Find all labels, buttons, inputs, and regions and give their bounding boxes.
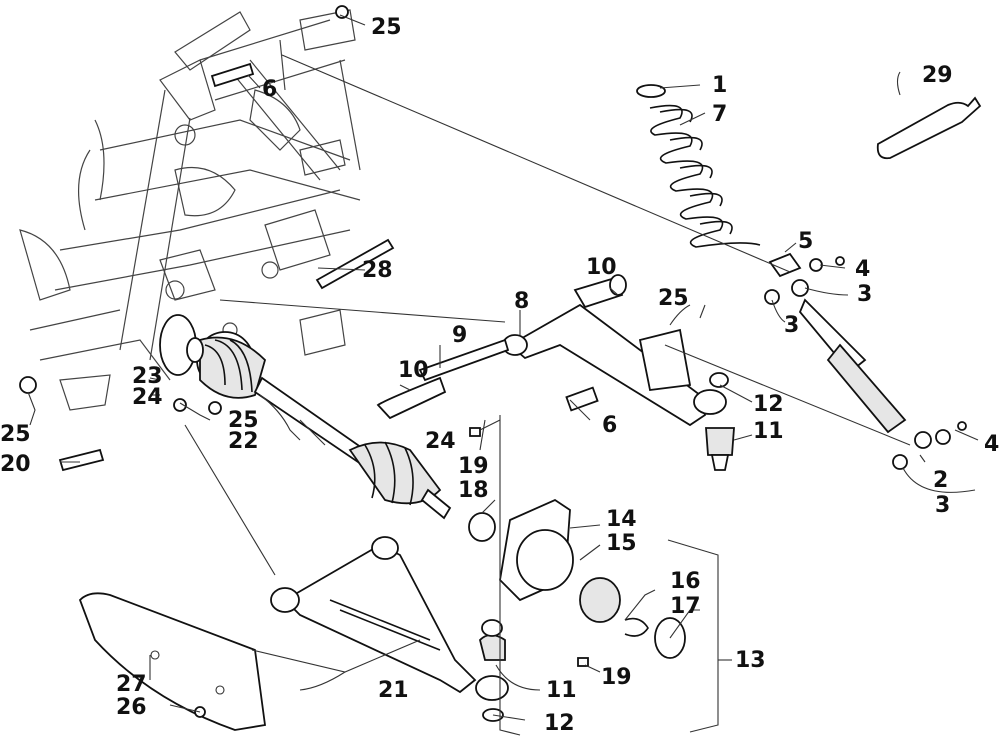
callout-24: 24: [132, 385, 163, 410]
spanner-wrench: [876, 96, 982, 160]
skid-plate: [78, 592, 267, 731]
callout-11: 11: [546, 678, 577, 703]
callout-29: 29: [922, 63, 953, 88]
callout-20: 20: [0, 452, 31, 477]
callout-15: 15: [606, 531, 637, 556]
chassis-frame: [19, 9, 361, 411]
callout-16: 16: [670, 569, 701, 594]
steering-knuckle: [468, 427, 686, 667]
callout-8: 8: [514, 289, 529, 314]
fasteners: [19, 5, 395, 472]
callout-25: 25: [228, 408, 259, 433]
callout-22: 22: [228, 429, 259, 454]
callout-14: 14: [606, 507, 637, 532]
callout-26: 26: [116, 695, 147, 720]
callout-27: 27: [116, 672, 147, 697]
callout-6: 6: [262, 77, 277, 102]
callout-labels: 1 2 3 3 3 4 4 5 6 6 7 8 9 10 10 11 11 12…: [0, 15, 999, 736]
callout-3: 3: [784, 313, 799, 338]
shock-spring: [636, 84, 967, 470]
callout-19: 19: [458, 454, 489, 479]
callout-25: 25: [0, 422, 31, 447]
callout-28: 28: [362, 258, 393, 283]
callout-9: 9: [452, 323, 467, 348]
callout-25: 25: [658, 286, 689, 311]
callout-21: 21: [378, 678, 409, 703]
callout-10: 10: [586, 255, 617, 280]
callout-10: 10: [398, 358, 429, 383]
callout-3: 3: [857, 282, 872, 307]
callout-11: 11: [753, 419, 784, 444]
callout-4: 4: [984, 432, 999, 457]
callout-4: 4: [855, 257, 870, 282]
callout-23: 23: [132, 364, 163, 389]
callout-17: 17: [670, 594, 701, 619]
callout-1: 1: [712, 73, 727, 98]
callout-24: 24: [425, 429, 456, 454]
callout-7: 7: [712, 102, 727, 127]
callout-13: 13: [735, 648, 766, 673]
callout-2: 2: [933, 468, 948, 493]
callout-18: 18: [458, 478, 489, 503]
callout-6: 6: [602, 413, 617, 438]
callout-3: 3: [935, 493, 950, 518]
callout-12: 12: [544, 711, 575, 736]
callout-12: 12: [753, 392, 784, 417]
drive-axle: [159, 314, 452, 520]
lower-a-arm: [270, 536, 509, 722]
callout-25: 25: [371, 15, 402, 40]
upper-a-arm: [376, 274, 735, 471]
callout-5: 5: [798, 229, 813, 254]
leader-lines: [27, 14, 979, 736]
callout-19: 19: [601, 665, 632, 690]
